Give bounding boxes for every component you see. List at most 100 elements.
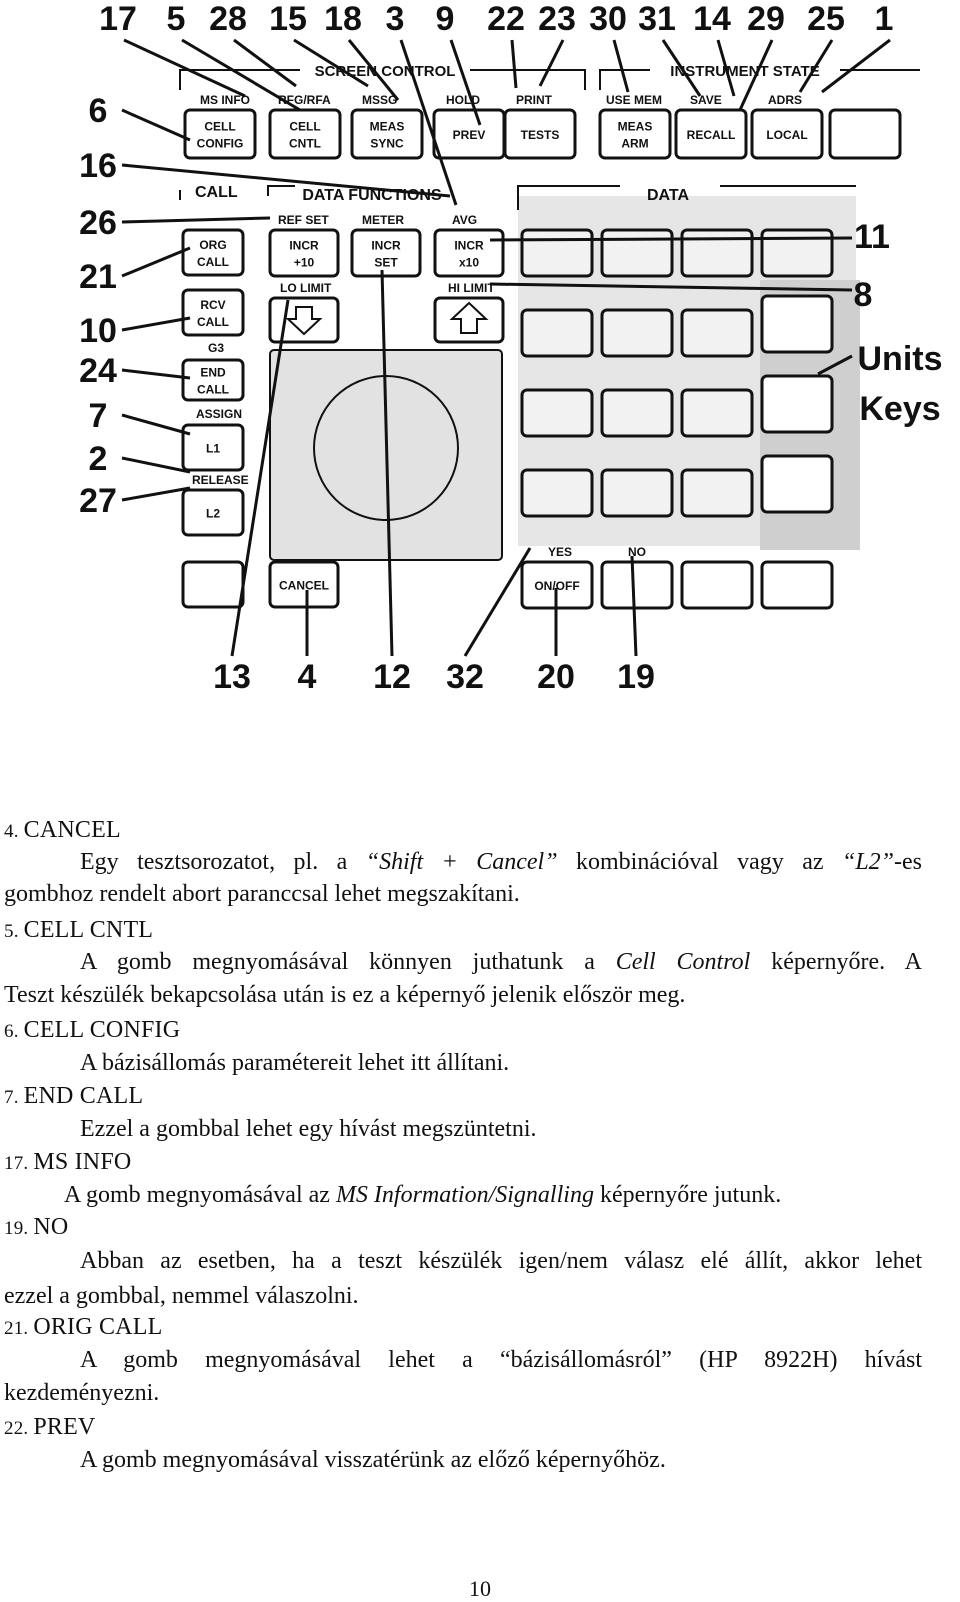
- callout-29: 29: [747, 0, 785, 38]
- callout-line-22: [510, 39, 518, 89]
- data-key-r2c2-frame: [600, 308, 674, 358]
- data-key-r4c1[interactable]: [520, 468, 594, 518]
- bottom-key-3[interactable]: [680, 560, 754, 610]
- callout-line-3: [399, 39, 458, 206]
- meas-sync-button[interactable]: MEAS SYNC: [350, 108, 424, 160]
- data-key-r1c2-frame: [600, 228, 674, 278]
- l1-button[interactable]: L1: [181, 423, 245, 472]
- callout-11: 11: [854, 218, 890, 256]
- cell-config-button-label: CELL: [204, 120, 235, 134]
- blank-lower-left-button[interactable]: [181, 560, 245, 609]
- units-key-3[interactable]: [760, 454, 834, 514]
- blank-top-right-button-frame: [828, 108, 902, 160]
- incr-div10-button[interactable]: INCR+10: [268, 228, 340, 278]
- entry-number: 22.: [4, 1418, 34, 1439]
- meas-arm-button[interactable]: MEAS ARM: [598, 108, 672, 160]
- page-number: 10: [469, 1576, 491, 1601]
- entry-text: ezzel a gombbal, nemmel válaszolni.: [4, 1283, 359, 1309]
- entry-text-line: kezdeményezni.: [4, 1381, 159, 1405]
- data-key-r3c1[interactable]: [520, 388, 594, 438]
- meas-arm-button-label: ARM: [621, 137, 648, 151]
- cancel-button[interactable]: CANCEL: [268, 560, 340, 609]
- no-button[interactable]: [600, 560, 674, 610]
- local-button[interactable]: LOCAL: [750, 108, 824, 160]
- callout-25: 25: [807, 0, 845, 38]
- units-key-top[interactable]: [760, 228, 834, 278]
- data-key-r1c3[interactable]: [680, 228, 754, 278]
- callout-line-8: [489, 282, 853, 292]
- data-key-r3c3[interactable]: [680, 388, 754, 438]
- data-key-r1c3-frame: [680, 228, 754, 278]
- data-key-r2c2[interactable]: [600, 308, 674, 358]
- ref-set-shift: REF SET: [278, 213, 329, 227]
- callout-line-17: [123, 38, 246, 98]
- data-key-r4c3-frame: [680, 468, 754, 518]
- callout-line-15: [293, 38, 369, 88]
- prev-button-label: PREV: [453, 128, 486, 142]
- data-key-r3c2[interactable]: [600, 388, 674, 438]
- meas-arm-button-label: MEAS: [618, 120, 653, 134]
- entry-number: 5.: [4, 921, 24, 942]
- recall-button-frame: [674, 108, 748, 160]
- callout-18: 18: [324, 0, 362, 38]
- callout-30: 30: [589, 0, 627, 38]
- entry-number: 21.: [4, 1318, 34, 1339]
- meas-sync-button-label: SYNC: [370, 137, 404, 151]
- callout-line-14: [716, 39, 736, 97]
- callout-line-16: [121, 163, 451, 198]
- data-key-r2c1[interactable]: [520, 308, 594, 358]
- mssg-shift: MSSG: [362, 93, 397, 107]
- data-key-r2c3[interactable]: [680, 308, 754, 358]
- use-mem-shift: USE MEM: [606, 93, 662, 107]
- entry-text: -es: [894, 849, 923, 875]
- bottom-key-4[interactable]: [760, 560, 834, 610]
- bottom-key-4-frame: [760, 560, 834, 610]
- units-key-2[interactable]: [760, 374, 834, 434]
- callout-line-1: [821, 38, 891, 94]
- recall-button-label: RECALL: [687, 128, 736, 142]
- entry-text-italic: MS Information/Signalling: [335, 1182, 594, 1208]
- callout-line-5: [181, 38, 301, 112]
- entry-heading: 22. PREV: [4, 1415, 95, 1439]
- entry-text-italic: “Shift + Cancel”: [365, 849, 558, 875]
- callout-line-6: [121, 108, 191, 142]
- callout-7: 7: [89, 397, 108, 435]
- callout-19: 19: [617, 658, 655, 696]
- lo-limit-shift: LO LIMIT: [280, 281, 332, 295]
- up-arrow-icon: [449, 301, 489, 334]
- recall-button[interactable]: RECALL: [674, 108, 748, 160]
- callout-line-13: [230, 299, 290, 657]
- orig-call-button-label: CALL: [197, 255, 229, 269]
- entry-text: kombinációval vagy az: [557, 849, 842, 875]
- entry-text: Teszt készülék bekapcsolása után is ez a…: [4, 982, 686, 1008]
- data-key-r4c3[interactable]: [680, 468, 754, 518]
- units-key-1[interactable]: [760, 294, 834, 354]
- callout-14: 14: [693, 0, 731, 38]
- data-key-r4c2[interactable]: [600, 468, 674, 518]
- entry-heading: 4. CANCEL: [4, 818, 121, 842]
- entry-number: 4.: [4, 821, 24, 842]
- g3-shift: G3: [208, 341, 224, 355]
- data-key-r1c2[interactable]: [600, 228, 674, 278]
- meter-shift: METER: [362, 213, 404, 227]
- meas-sync-button-label: MEAS: [370, 120, 405, 134]
- blank-top-right-button[interactable]: [828, 108, 902, 160]
- end-call-button-label: CALL: [197, 383, 229, 397]
- tests-button-label: TESTS: [521, 128, 560, 142]
- incr-x10-button-label: INCR: [454, 239, 484, 253]
- l2-button[interactable]: L2: [181, 488, 245, 537]
- entry-heading: 6. CELL CONFIG: [4, 1018, 180, 1042]
- prev-button[interactable]: PREV: [432, 108, 506, 160]
- callout-32: 32: [446, 658, 484, 696]
- tests-button[interactable]: TESTS: [503, 108, 577, 160]
- incr-div10-button-frame: [268, 228, 340, 278]
- data-key-r1c1[interactable]: [520, 228, 594, 278]
